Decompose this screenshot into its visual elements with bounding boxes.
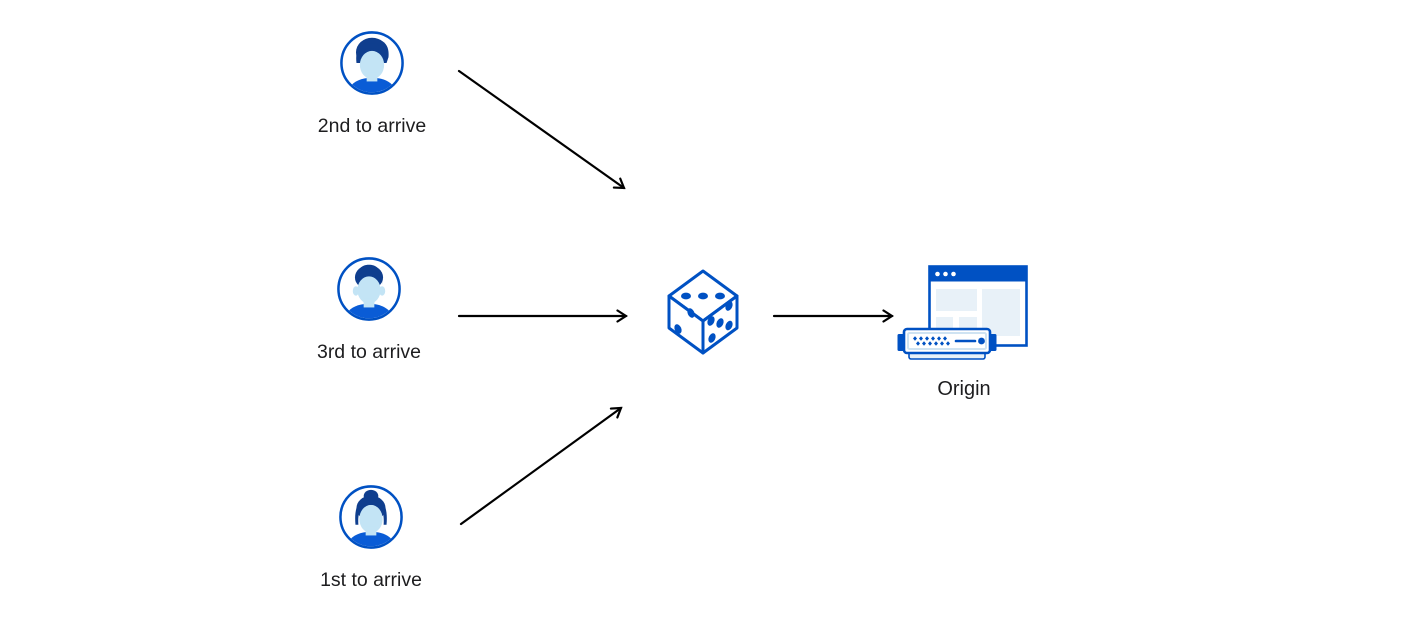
server-power-light-icon [978,337,985,345]
node-user-1st: 1st to arrive [301,484,441,591]
user-1st-label: 1st to arrive [320,569,422,591]
avatar-woman-bun-icon [339,485,403,549]
avatar-man-wavy-hair-icon [340,31,404,95]
user-3rd-label: 3rd to arrive [316,341,422,363]
arrow-user2-to-dice [457,69,624,188]
avatar-man-short-hair-icon [337,257,401,321]
origin-label: Origin [937,378,991,400]
node-dice [666,268,740,361]
node-user-3rd: 3rd to arrive [299,256,439,363]
dice-icon [667,269,739,355]
node-origin: Origin [890,265,1038,415]
window-control-dots-icon [935,271,956,277]
arrow-user1-to-dice [459,408,621,526]
server-vent-dots-icon [913,336,950,346]
server-icon [897,327,997,360]
user-2nd-label: 2nd to arrive [317,115,427,137]
node-user-2nd: 2nd to arrive [302,30,442,137]
